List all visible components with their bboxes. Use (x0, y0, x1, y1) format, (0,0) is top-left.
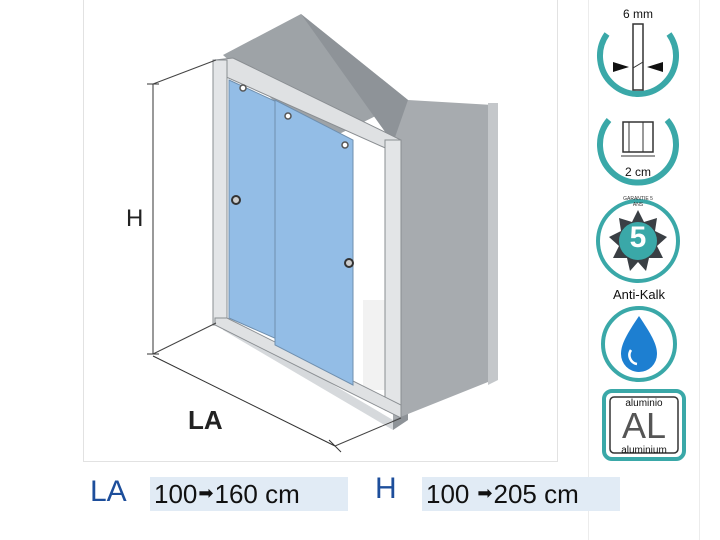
spec-height-min: 100 (426, 478, 470, 509)
glass-thickness-label: 6 mm (623, 7, 653, 21)
glass-thickness-icon (597, 23, 679, 97)
right-post (384, 139, 402, 416)
left-post (212, 59, 228, 326)
feature-column (588, 0, 700, 540)
right-wall-edge (488, 103, 498, 385)
sliding-glass-panel (274, 99, 354, 386)
knob-left (231, 195, 241, 205)
knob-right (344, 258, 354, 268)
arrow-right-icon: ➡ (477, 482, 493, 503)
diagram-frame (83, 0, 558, 462)
spec-height-range: 100 ➡ 205 cm (422, 477, 620, 511)
warranty-icon (596, 199, 680, 283)
shower-cabin-diagram (147, 14, 498, 453)
water-drop-icon (601, 306, 677, 382)
spec-height-max: 205 cm (493, 478, 579, 509)
warranty-years: 5 (629, 221, 647, 254)
back-wall (223, 14, 408, 143)
spec-width-min: 100 (154, 478, 198, 509)
profile-width-icon (597, 118, 679, 186)
spec-width-range: 100 ➡ 160 cm (150, 477, 348, 511)
right-wall-face (393, 100, 493, 420)
height-dimension-label: H (126, 205, 144, 232)
right-side-wall (301, 14, 408, 430)
aluminium-symbol: AL (621, 405, 667, 446)
width-dimension-label: LA (188, 405, 223, 435)
profile-width-label: 2 cm (624, 165, 651, 179)
roller-2 (284, 112, 292, 120)
tray-edge (363, 300, 388, 390)
width-dim-line (152, 355, 336, 447)
roller-3 (341, 141, 349, 149)
aluminium-bottom-label: aluminium (621, 445, 667, 456)
spec-width-max: 160 cm (214, 478, 300, 509)
fixed-glass-panel (228, 79, 280, 341)
aluminium-icon (602, 389, 686, 461)
spec-width-letter: LA (90, 475, 127, 508)
anti-kalk-label: Anti-Kalk (612, 287, 666, 302)
spec-height-letter: H (375, 472, 397, 505)
aluminium-top-label: aluminio (625, 398, 663, 409)
warranty-caption: GARANTIE 5 ANS (623, 196, 653, 208)
arrow-right-icon: ➡ (198, 482, 214, 503)
roller-1 (239, 84, 247, 92)
